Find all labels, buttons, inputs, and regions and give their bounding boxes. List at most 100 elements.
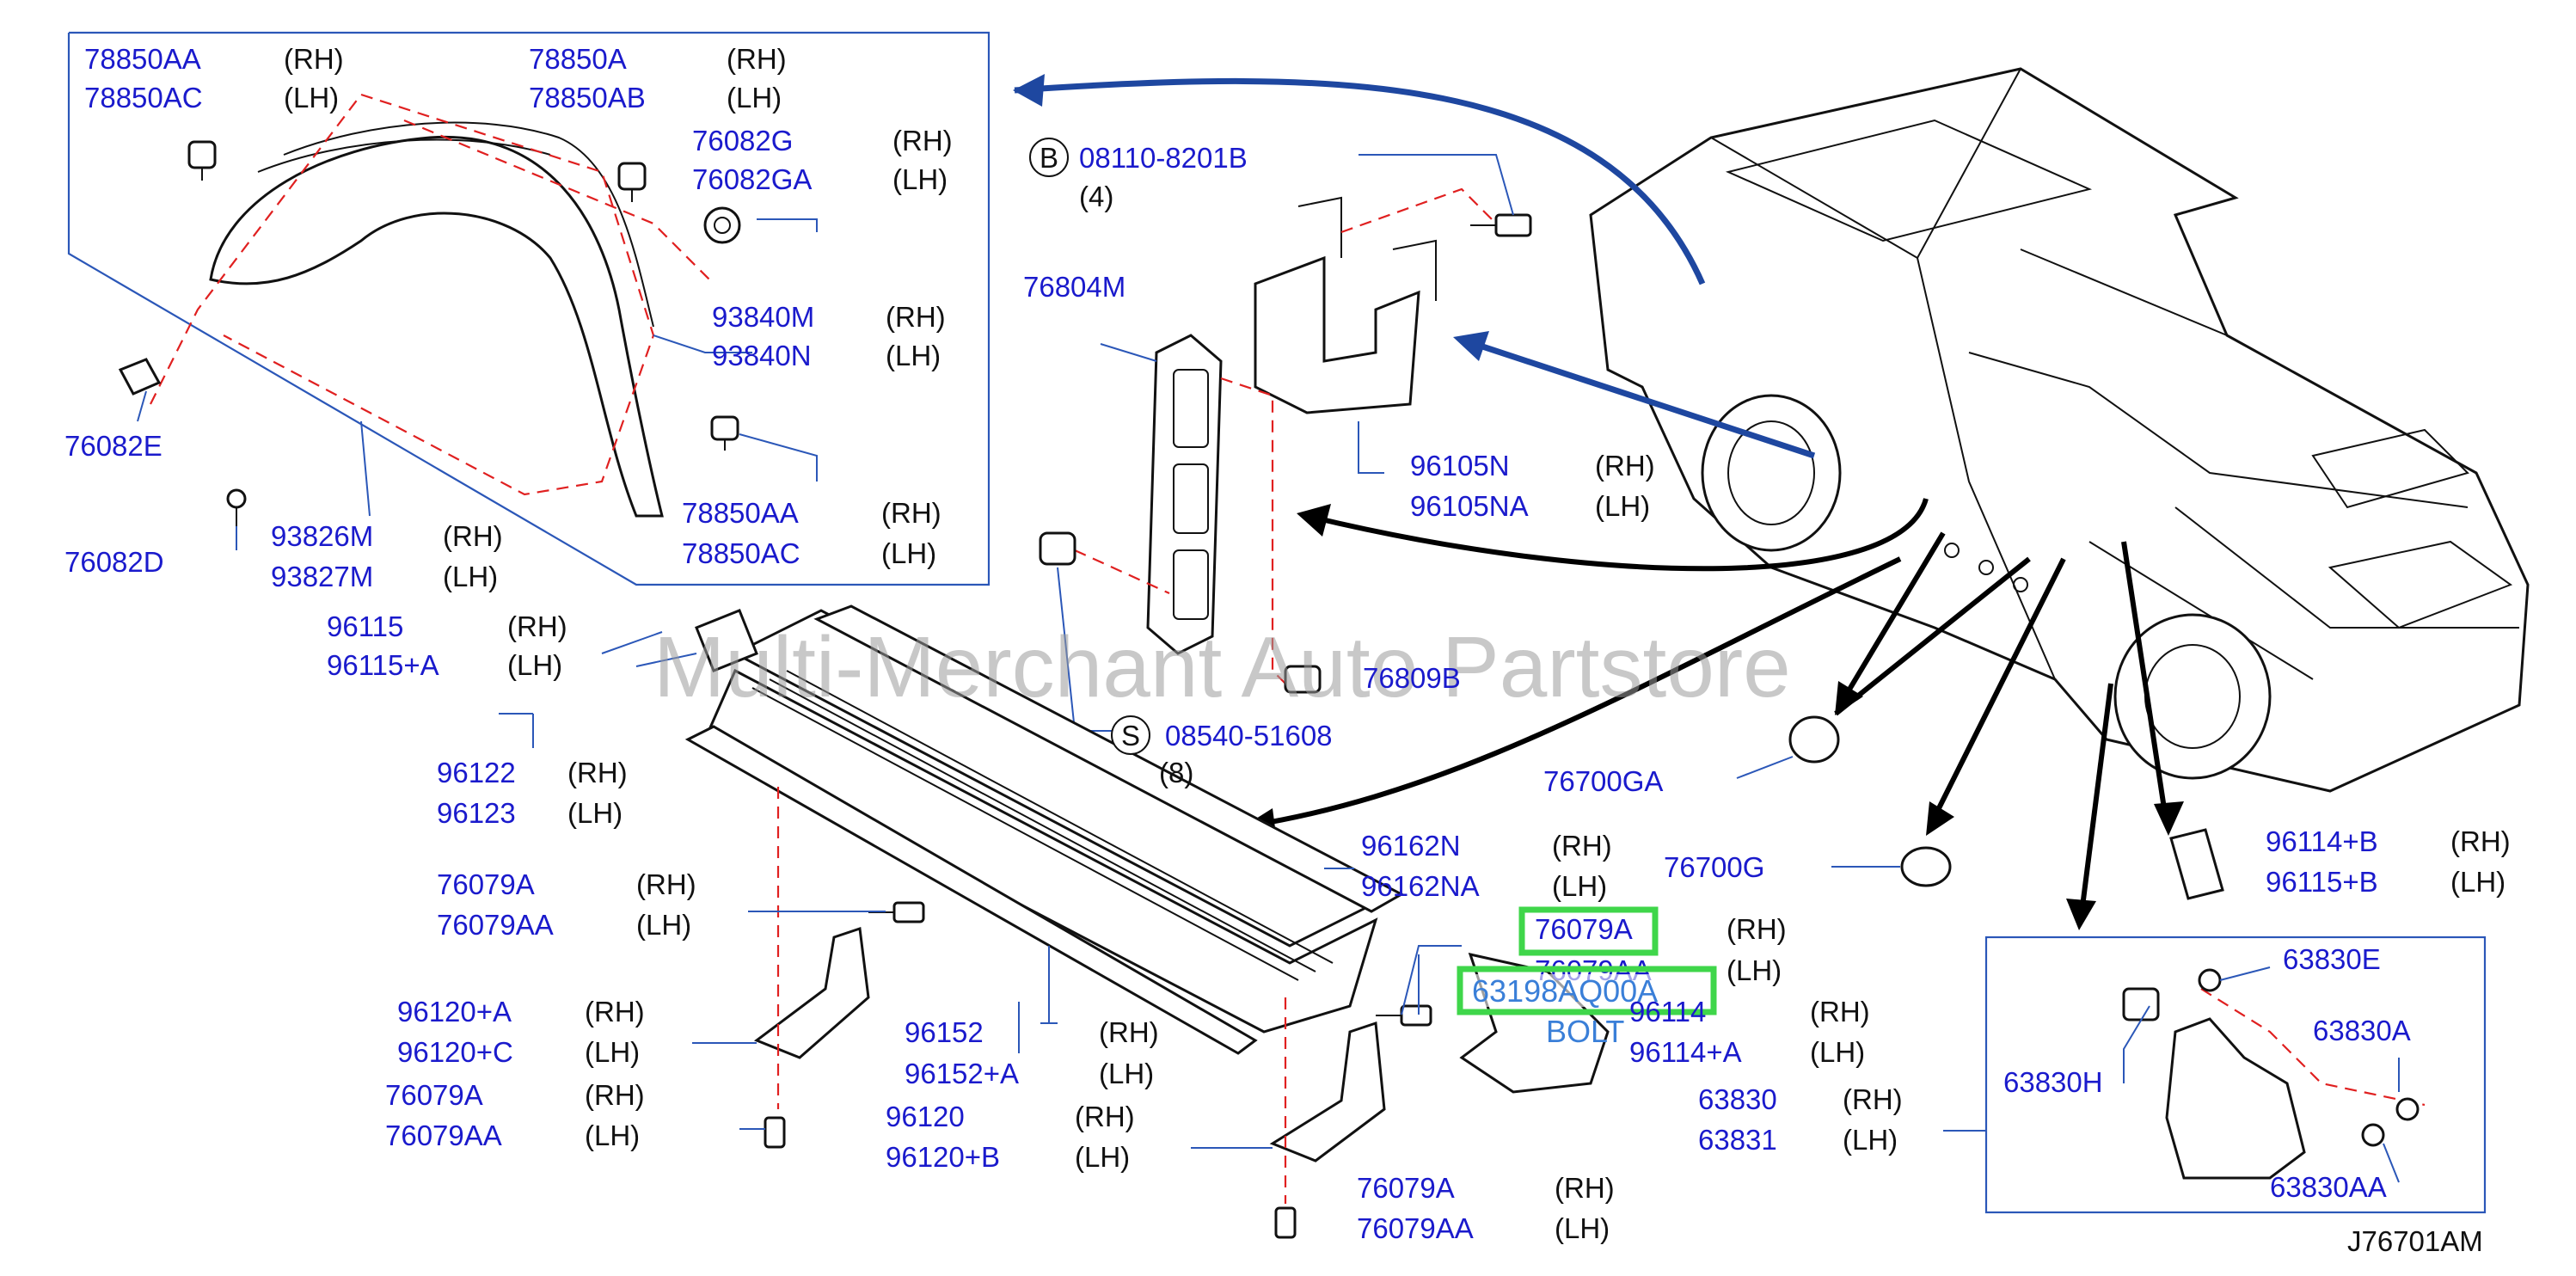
- part-number-label[interactable]: 76079A: [385, 1079, 483, 1111]
- part-number-label[interactable]: 08110-8201B: [1079, 142, 1248, 174]
- fender-flare-part[interactable]: [209, 135, 664, 518]
- clip-icon[interactable]: [710, 415, 739, 451]
- part-number-label[interactable]: 78850AC: [682, 537, 800, 569]
- clip-icon[interactable]: [2122, 987, 2160, 1021]
- bolt-note-label: BOLT: [1546, 1014, 1624, 1049]
- part-number-label[interactable]: 96120+C: [397, 1036, 513, 1068]
- step-lamp-part[interactable]: [1146, 334, 1223, 655]
- bolt-icon[interactable]: [1470, 213, 1532, 237]
- screw-icon[interactable]: [2395, 1097, 2420, 1121]
- bracket-96120[interactable]: [1269, 1021, 1386, 1163]
- part-number-label[interactable]: 96120+B: [886, 1141, 1000, 1173]
- arrow-plug-g: [1834, 556, 2031, 716]
- step-lamp-group: [1039, 334, 1322, 732]
- side-label: (RH): [1843, 1083, 1903, 1115]
- part-number-label[interactable]: 76082GA: [692, 163, 812, 195]
- bracket-icon[interactable]: [695, 609, 758, 672]
- part-number-label[interactable]: 76079AA: [1357, 1212, 1474, 1244]
- nut-icon[interactable]: [2198, 968, 2222, 992]
- bolt-symbol-b: [1029, 138, 1069, 177]
- bolt-icon[interactable]: [1274, 1206, 1297, 1239]
- part-number-label[interactable]: 63830: [1698, 1083, 1777, 1115]
- part-number-label[interactable]: 78850AA: [682, 497, 799, 529]
- part-number-label[interactable]: 76082G: [692, 125, 793, 156]
- bracket-icon[interactable]: [118, 358, 162, 396]
- clip-icon[interactable]: [1284, 665, 1322, 694]
- side-label: (RH): [892, 125, 953, 156]
- screw-icon[interactable]: [226, 488, 247, 526]
- part-number-label[interactable]: 76079A: [1357, 1172, 1455, 1204]
- side-label: (LH): [1075, 1141, 1130, 1173]
- part-number-label[interactable]: 96114+B: [2266, 825, 2378, 857]
- bracket-96120a[interactable]: [753, 926, 870, 1059]
- part-number-label[interactable]: 96152+A: [905, 1058, 1019, 1089]
- part-number-label[interactable]: 96120+A: [397, 996, 512, 1028]
- part-number-label[interactable]: 93840N: [712, 340, 812, 371]
- part-number-label[interactable]: 96114: [1629, 996, 1706, 1028]
- part-number-label[interactable]: 93826M: [271, 520, 373, 552]
- clip-icon[interactable]: [617, 162, 647, 202]
- part-number-label[interactable]: 93827M: [271, 561, 373, 592]
- part-number-label[interactable]: 96115+B: [2266, 866, 2378, 898]
- part-number-label[interactable]: 93840M: [712, 301, 814, 333]
- part-number-label[interactable]: 96115: [327, 610, 403, 642]
- part-number-label[interactable]: 63830A: [2313, 1015, 2411, 1046]
- quantity-label: (8): [1159, 757, 1193, 788]
- part-number-label[interactable]: 96123: [437, 797, 516, 829]
- side-label: (LH): [1595, 490, 1650, 522]
- part-number-label[interactable]: 63830AA: [2270, 1171, 2387, 1203]
- bolt-icon[interactable]: [1376, 1004, 1432, 1027]
- plug-ga-icon[interactable]: [1788, 715, 1840, 764]
- truck-illustration: [1589, 67, 2530, 793]
- part-number-label[interactable]: 96162N: [1361, 830, 1461, 862]
- side-trim-part[interactable]: [684, 725, 1258, 1055]
- part-number-label[interactable]: 76082D: [64, 546, 164, 578]
- mudguard-bracket-part[interactable]: [1254, 255, 1420, 414]
- part-number-label[interactable]: 76079AA: [437, 909, 554, 941]
- part-number-label[interactable]: 63198AQ00A: [1472, 973, 1658, 1009]
- plug-g-icon[interactable]: [1900, 846, 1952, 887]
- grommet-icon[interactable]: [703, 206, 741, 244]
- part-number-label[interactable]: 96105N: [1410, 450, 1510, 482]
- bolt-icon[interactable]: [764, 1116, 786, 1149]
- part-number-label[interactable]: 76079A: [437, 868, 535, 900]
- clip-icon[interactable]: [1039, 531, 1076, 566]
- part-number-label[interactable]: 96114+A: [1629, 1036, 1742, 1068]
- screw-icon[interactable]: [2361, 1123, 2385, 1147]
- step-pad-rear-part[interactable]: [813, 604, 1405, 913]
- part-number-label[interactable]: 76809B: [1363, 662, 1461, 694]
- part-number-label[interactable]: 78850AA: [84, 43, 201, 75]
- side-label: (RH): [1727, 913, 1787, 945]
- part-number-label[interactable]: 96152: [905, 1016, 984, 1048]
- side-label: (RH): [2450, 825, 2511, 857]
- bolt-icon[interactable]: [868, 901, 925, 923]
- bracket-left-group: [692, 787, 925, 1149]
- part-number-label[interactable]: 78850AC: [84, 82, 203, 113]
- part-number-label[interactable]: 76082E: [64, 430, 163, 462]
- arrow-plug: [1928, 557, 2066, 827]
- side-label: (RH): [636, 868, 696, 900]
- part-number-label[interactable]: 96122: [437, 757, 516, 788]
- part-number-label[interactable]: 96162NA: [1361, 870, 1480, 902]
- part-number-label[interactable]: 78850A: [529, 43, 627, 75]
- part-number-label[interactable]: 96120: [886, 1101, 965, 1132]
- part-number-label[interactable]: 76079AA: [385, 1120, 502, 1151]
- part-number-label[interactable]: 63830H: [2003, 1066, 2103, 1098]
- part-number-label[interactable]: 96115+A: [327, 649, 439, 681]
- arrow-mudflap-rear: [2078, 683, 2113, 921]
- callout-labels: 78850AA (RH) 78850AC (LH) 78850A (RH) 78…: [64, 43, 2511, 1257]
- part-number-label[interactable]: 76700G: [1664, 851, 1764, 883]
- part-number-label[interactable]: 63831: [1698, 1124, 1777, 1156]
- part-number-label[interactable]: 63830E: [2283, 943, 2381, 975]
- mudguard-bracket-group: [1254, 154, 1532, 474]
- clip-icon[interactable]: [187, 140, 217, 181]
- part-number-label[interactable]: 08540-51608: [1165, 720, 1333, 751]
- part-number-label[interactable]: 78850AB: [529, 82, 646, 113]
- part-number-label[interactable]: 76700GA: [1543, 765, 1663, 797]
- mudflap-rear-part[interactable]: [2165, 1017, 2306, 1180]
- part-number-label[interactable]: 96105NA: [1410, 490, 1529, 522]
- part-number-label[interactable]: 76804M: [1023, 271, 1125, 303]
- running-board-group: [532, 604, 1405, 1055]
- clip-icon[interactable]: [2169, 828, 2224, 900]
- part-number-label[interactable]: 76079A: [1535, 913, 1633, 945]
